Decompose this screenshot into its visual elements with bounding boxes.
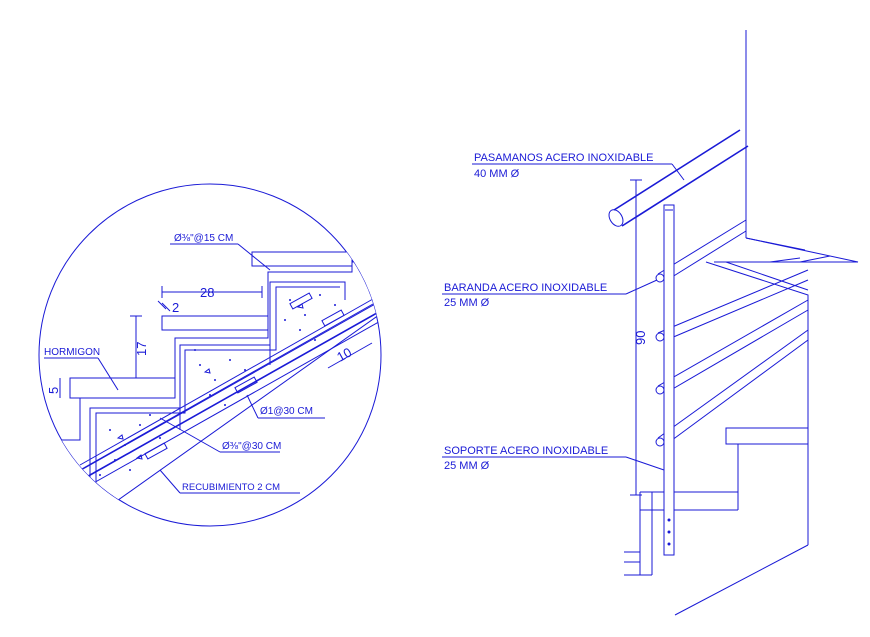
detail-circle <box>38 183 382 527</box>
bar-sections <box>144 292 345 460</box>
railing-detail: 90 PASAMANOS ACERO INOXIDABLE 40 MM Ø BA… <box>442 30 859 616</box>
support-post <box>663 204 675 556</box>
rail-tubes <box>655 219 809 447</box>
label-stirrup-15: Ø⅜"@15 CM <box>174 233 233 244</box>
label-cover: RECUBIMIENTO 2 CM <box>182 482 280 493</box>
label-bar-2: Ø⅜"@30 CM <box>222 441 281 452</box>
stair-soffit <box>674 544 809 616</box>
dim-edge: 5 <box>46 387 61 394</box>
dim-height: 90 <box>633 331 648 345</box>
tread-lower <box>69 377 176 399</box>
dim-slab: 10 <box>334 344 354 364</box>
dim-tread: 28 <box>200 285 214 300</box>
concrete-stipple <box>99 294 336 476</box>
dim-line-10 <box>327 342 373 369</box>
stair-section <box>39 251 381 521</box>
label-handrail-size: 40 MM Ø <box>474 168 520 180</box>
label-support-size: 25 MM Ø <box>444 460 490 472</box>
label-concrete: HORMIGON <box>44 347 100 358</box>
label-handrail-title: PASAMANOS ACERO INOXIDABLE <box>474 152 654 164</box>
dim-riser: 17 <box>134 342 149 356</box>
label-support-title: SOPORTE ACERO INOXIDABLE <box>444 445 608 457</box>
label-rail-size: 25 MM Ø <box>444 297 490 309</box>
handrail-tube <box>608 129 749 227</box>
label-bar-1: Ø1@30 CM <box>260 406 313 417</box>
tread-middle <box>161 315 269 331</box>
dim-nose: 2 <box>172 300 179 315</box>
step-lower <box>725 427 809 445</box>
label-rail-title: BARANDA ACERO INOXIDABLE <box>444 282 607 294</box>
tread-top <box>251 251 353 267</box>
reinforcement-detail: Ø⅜"@15 CM 28 2 17 HORMIGON 5 10 Ø1@30 CM <box>38 183 382 527</box>
